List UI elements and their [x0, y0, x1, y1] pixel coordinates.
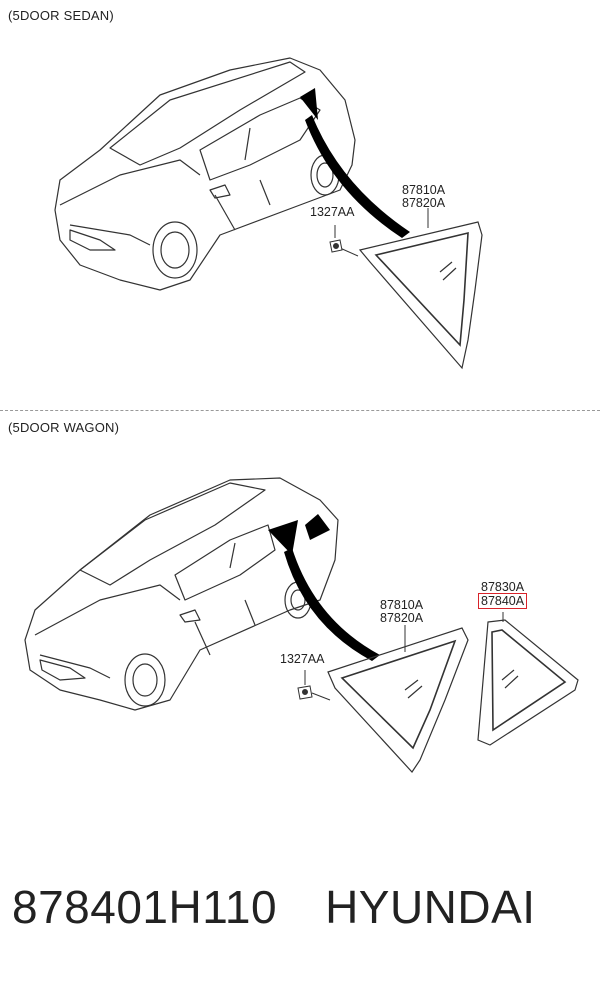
sedan-leader-sweep: [305, 115, 410, 238]
sedan-quarter-glass-marker: [300, 88, 318, 120]
footer-brand: HYUNDAI: [325, 881, 536, 933]
sedan-glass-part: [358, 221, 483, 370]
callout-sedan-1327aa: 1327AA: [310, 205, 355, 219]
wagon-car-body: [24, 477, 339, 711]
wagon-clip: [297, 685, 313, 700]
callout-wagon-87840a-highlighted: 87840A: [478, 593, 528, 609]
wagon-leader-sweep: [284, 548, 380, 661]
sedan-clip: [329, 239, 343, 253]
section-label-sedan: (5DOOR SEDAN): [8, 8, 114, 23]
wagon-glass-part-b: [477, 619, 579, 746]
callout-wagon-87810a: 87810A: [380, 598, 424, 612]
footer-part-number: 878401H110: [12, 881, 278, 933]
sedan-car-body: [54, 57, 356, 291]
callout-wagon-87820a: 87820A: [380, 611, 424, 625]
callout-sedan-87820a: 87820A: [402, 196, 446, 210]
callout-wagon-87830a: 87830A: [481, 580, 525, 594]
footer-caption: 878401H110 HYUNDAI: [12, 880, 592, 934]
wagon-quarter-glass-marker-b: [305, 514, 330, 540]
section-label-wagon: (5DOOR WAGON): [8, 420, 120, 435]
wagon-quarter-glass-marker-a: [268, 520, 298, 555]
section-divider: [0, 410, 600, 411]
callout-wagon-1327aa: 1327AA: [280, 652, 325, 666]
sedan-illustration: [54, 57, 483, 370]
callout-sedan-87810a: 87810A: [402, 183, 446, 197]
wagon-glass-part-a: [327, 627, 469, 773]
